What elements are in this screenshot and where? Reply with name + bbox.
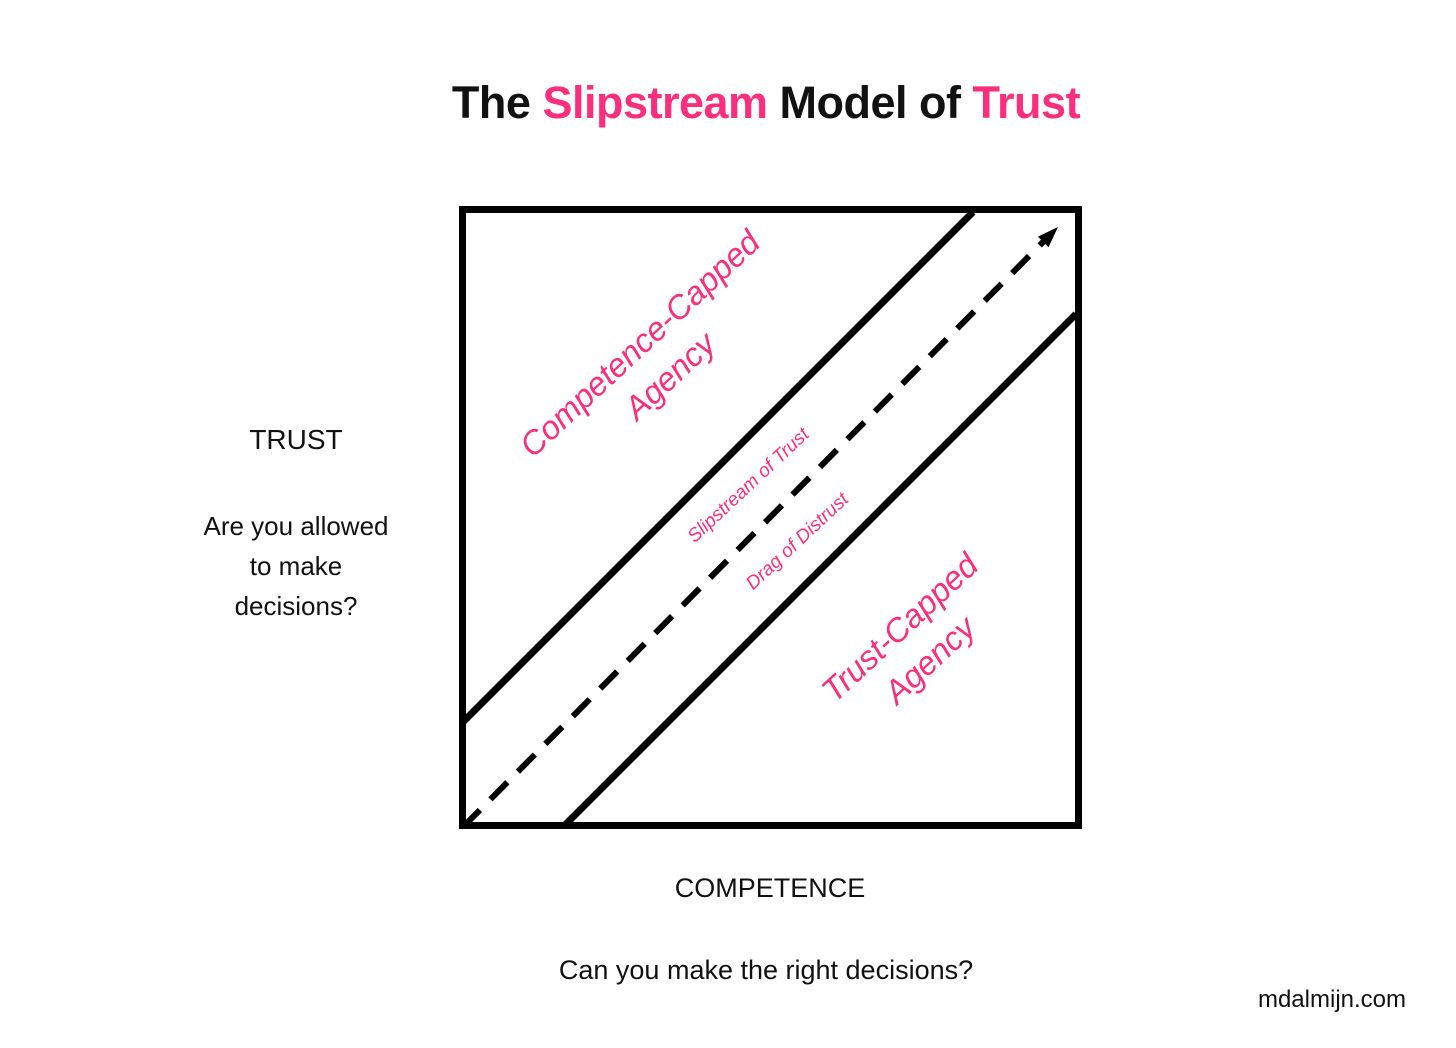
trust-question-line: decisions? xyxy=(234,591,358,621)
title-segment-highlight: Trust xyxy=(972,77,1081,128)
title-segment: Model of xyxy=(767,77,973,128)
upper-diagonal-line xyxy=(459,209,976,726)
arrowhead-icon xyxy=(1037,227,1058,248)
trust-question-line: to make xyxy=(249,551,343,581)
trust-axis-question: Are you allowed to make decisions? xyxy=(204,506,389,626)
trust-question-line: Are you allowed xyxy=(203,511,389,541)
competence-axis-question: Can you make the right decisions? xyxy=(558,955,974,985)
competence-axis-label: COMPETENCE xyxy=(674,873,866,903)
title-segment: The xyxy=(451,77,543,128)
trust-axis-label: TRUST xyxy=(249,424,343,455)
trust-axis-block: TRUST Are you allowed to make decisions? xyxy=(204,424,389,626)
page-title: The Slipstream Model of Trust xyxy=(451,76,1081,130)
matrix-box xyxy=(459,206,1082,829)
lower-diagonal-line xyxy=(559,311,1079,829)
slipstream-dashed-line xyxy=(460,238,1047,829)
box-border xyxy=(459,206,1082,829)
title-segment-highlight: Slipstream xyxy=(542,77,768,128)
watermark: mdalmijn.com xyxy=(1257,986,1406,1013)
